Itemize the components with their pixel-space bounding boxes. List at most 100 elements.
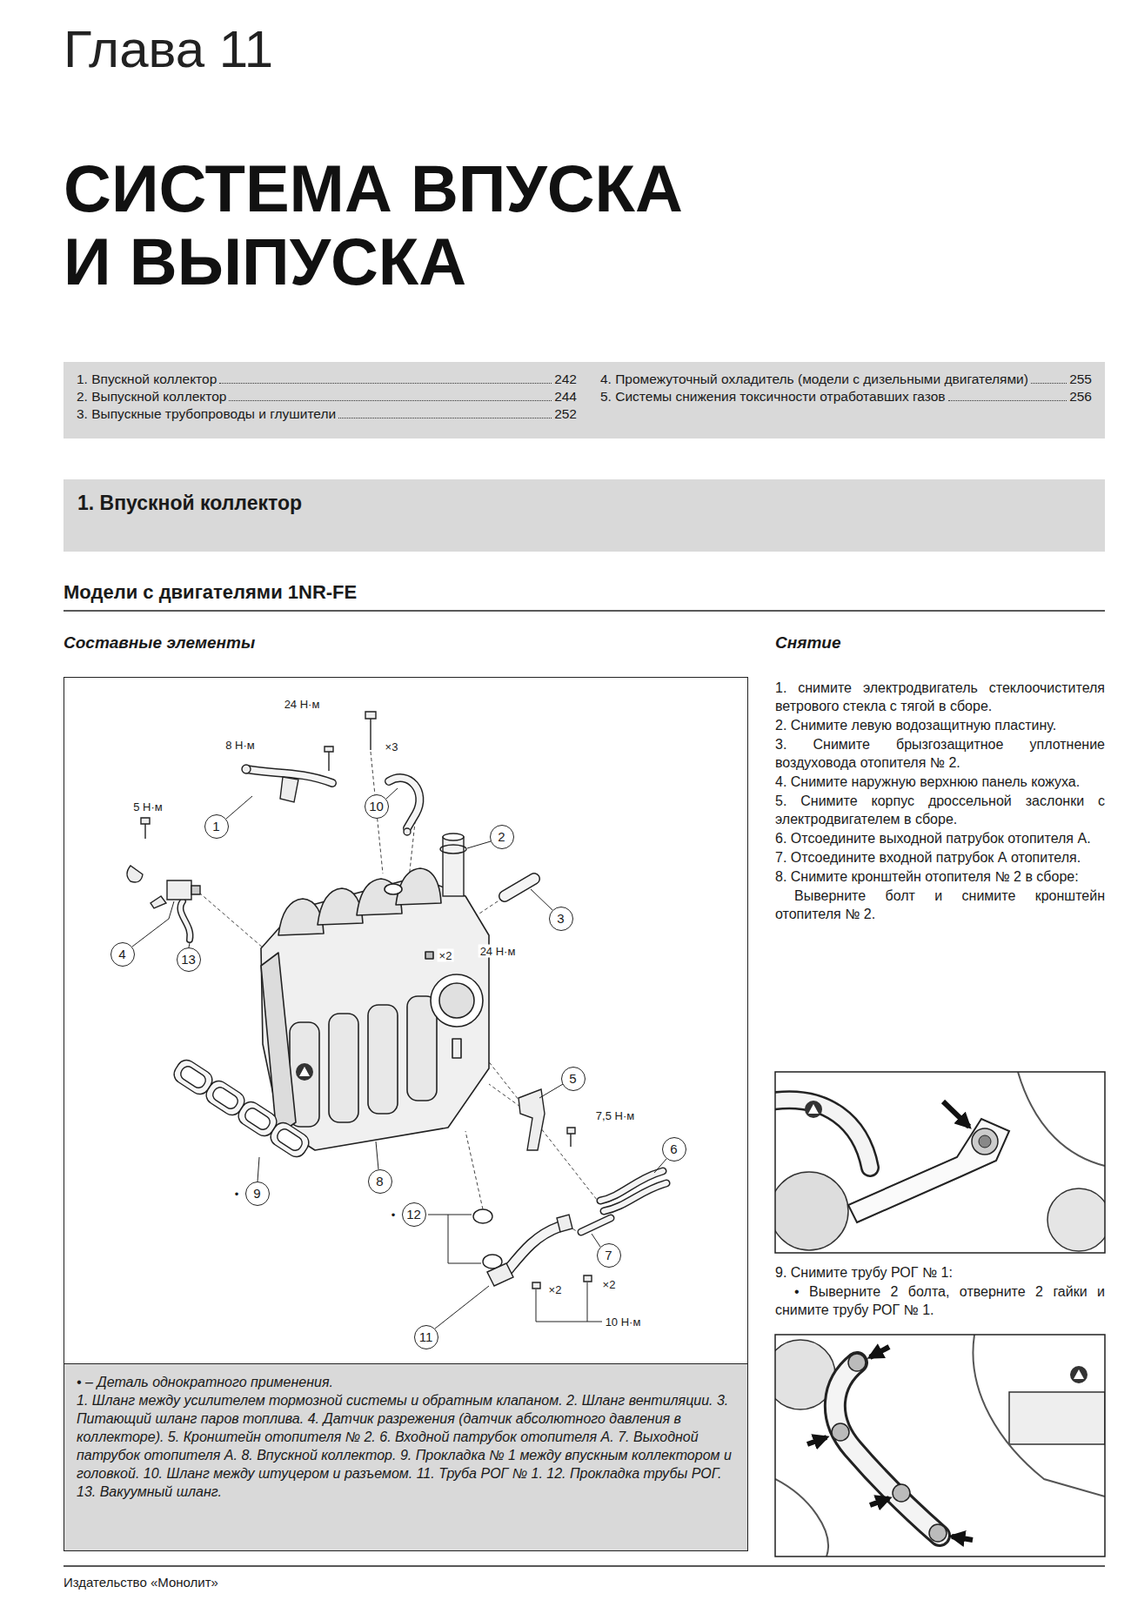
intake-manifold — [328, 1013, 359, 1123]
logo-mark — [299, 1066, 310, 1077]
parts-list: 1. Шланг между усилителем тормозной сист… — [76, 1391, 736, 1501]
leader-line — [530, 889, 553, 911]
callout-circle: 12 — [401, 1202, 427, 1227]
note-text: • – Деталь однократного применения. — [76, 1372, 736, 1392]
intake-manifold — [261, 952, 296, 1136]
leader-line — [467, 841, 491, 849]
assembly-line — [487, 1059, 601, 1205]
photo — [929, 1524, 947, 1542]
photo — [775, 1479, 829, 1557]
procedure-step: 7. Отсоедините входной патрубок А отопит… — [775, 848, 1105, 867]
hose — [581, 1218, 611, 1232]
hose — [180, 901, 190, 940]
chapter-label: Глава 11 — [63, 20, 274, 79]
fitting — [280, 776, 299, 803]
callout-number: 11 — [419, 1330, 434, 1344]
contents-band: 1. Впускной коллектор2422. Выпускной кол… — [63, 361, 1105, 439]
fitting — [567, 1127, 576, 1134]
callout-circle: 10 — [364, 794, 389, 819]
photo-frame — [775, 1334, 1105, 1557]
torque-value: 5 Н·м — [131, 800, 165, 814]
fitting — [167, 880, 192, 900]
intake-manifold — [439, 983, 475, 1018]
fitting — [150, 896, 167, 909]
intake-manifold — [425, 951, 434, 959]
fitting — [487, 1263, 514, 1286]
callout-circle: 9 — [245, 1181, 270, 1206]
leader-line — [132, 901, 174, 947]
dot-leader — [228, 400, 552, 402]
assembly-line — [199, 751, 601, 1234]
leader-line — [535, 1289, 603, 1322]
assembly-line — [488, 1084, 521, 1107]
callout-number: 7 — [604, 1248, 612, 1262]
leader-line — [428, 1214, 472, 1216]
dot-leader — [219, 382, 552, 384]
block-heading: Снятие — [775, 632, 841, 654]
page-number: 252 — [554, 405, 577, 423]
callout-circle: 13 — [176, 947, 201, 972]
page-number: 256 — [1069, 388, 1092, 406]
text-column: 1. снимите электродвигатель стеклоочисти… — [775, 678, 1105, 924]
photo — [971, 1128, 998, 1155]
photo — [892, 1484, 911, 1502]
photo — [808, 1104, 819, 1114]
contents-entry: 2. Выпускной коллектор — [76, 388, 227, 406]
callout-number: 5 — [568, 1071, 576, 1085]
publisher-label: Издательство «Монолит» — [63, 1574, 219, 1591]
photo — [775, 1071, 1105, 1253]
leader-line — [448, 1214, 482, 1264]
page-number: 244 — [554, 388, 577, 406]
procedure-step: 8. Снимите кронштейн отопителя № 2 в сбо… — [775, 867, 1105, 886]
intake-manifold — [407, 996, 437, 1101]
hose — [504, 878, 535, 897]
photo — [775, 1171, 849, 1251]
gasket — [267, 1118, 313, 1160]
leader-line — [591, 1233, 601, 1247]
contents-entry: 4. Промежуточный охладитель (модели с ди… — [600, 370, 1029, 389]
photo — [1070, 1365, 1088, 1384]
fitting — [324, 746, 334, 752]
leader-line — [375, 1141, 379, 1170]
fitting — [473, 1209, 493, 1224]
photo — [1009, 1392, 1105, 1445]
fitting — [241, 764, 251, 774]
hose — [180, 769, 667, 1272]
rule-line — [63, 610, 1105, 1566]
fitting — [569, 1133, 571, 1147]
chapter-title: СИСТЕМА ВПУСКА И ВЫПУСКА — [63, 152, 734, 299]
torque-value: 24 Н·м — [478, 944, 518, 958]
gasket — [210, 1084, 241, 1111]
photo — [775, 1099, 870, 1168]
fitting — [556, 1214, 573, 1232]
callout-circle: 11 — [414, 1325, 439, 1350]
quantity-mark: ×2 — [547, 1283, 564, 1297]
intake-manifold — [317, 888, 363, 925]
photo — [870, 1346, 890, 1358]
photo — [804, 1100, 823, 1118]
callout-number: 2 — [497, 829, 505, 844]
photo — [1017, 1071, 1105, 1166]
fitting — [583, 1275, 592, 1282]
photo — [870, 1498, 890, 1506]
photo — [972, 1334, 1105, 1497]
leader-line — [132, 788, 667, 1329]
block-heading: Составные элементы — [63, 632, 255, 654]
leader-line — [386, 788, 398, 799]
contents-entry: 5. Системы снижения токсичности отработа… — [600, 388, 946, 406]
callout-circle: 3 — [548, 906, 574, 931]
torque-value: 24 Н·м — [282, 697, 322, 711]
torque-value: 8 Н·м — [223, 738, 257, 752]
photo — [1047, 1188, 1105, 1252]
dot-leader — [948, 400, 1068, 402]
fitting — [191, 885, 201, 895]
callout-number: 9 — [253, 1186, 261, 1200]
fitting — [144, 823, 146, 839]
leader-line — [226, 796, 253, 819]
fitting — [369, 718, 371, 750]
procedure-step: 1. снимите электродвигатель стеклоочисти… — [775, 678, 1105, 716]
callout-number: 10 — [368, 799, 384, 813]
hose — [504, 878, 535, 897]
intake-manifold — [395, 868, 442, 905]
intake-manifold — [261, 868, 489, 1151]
